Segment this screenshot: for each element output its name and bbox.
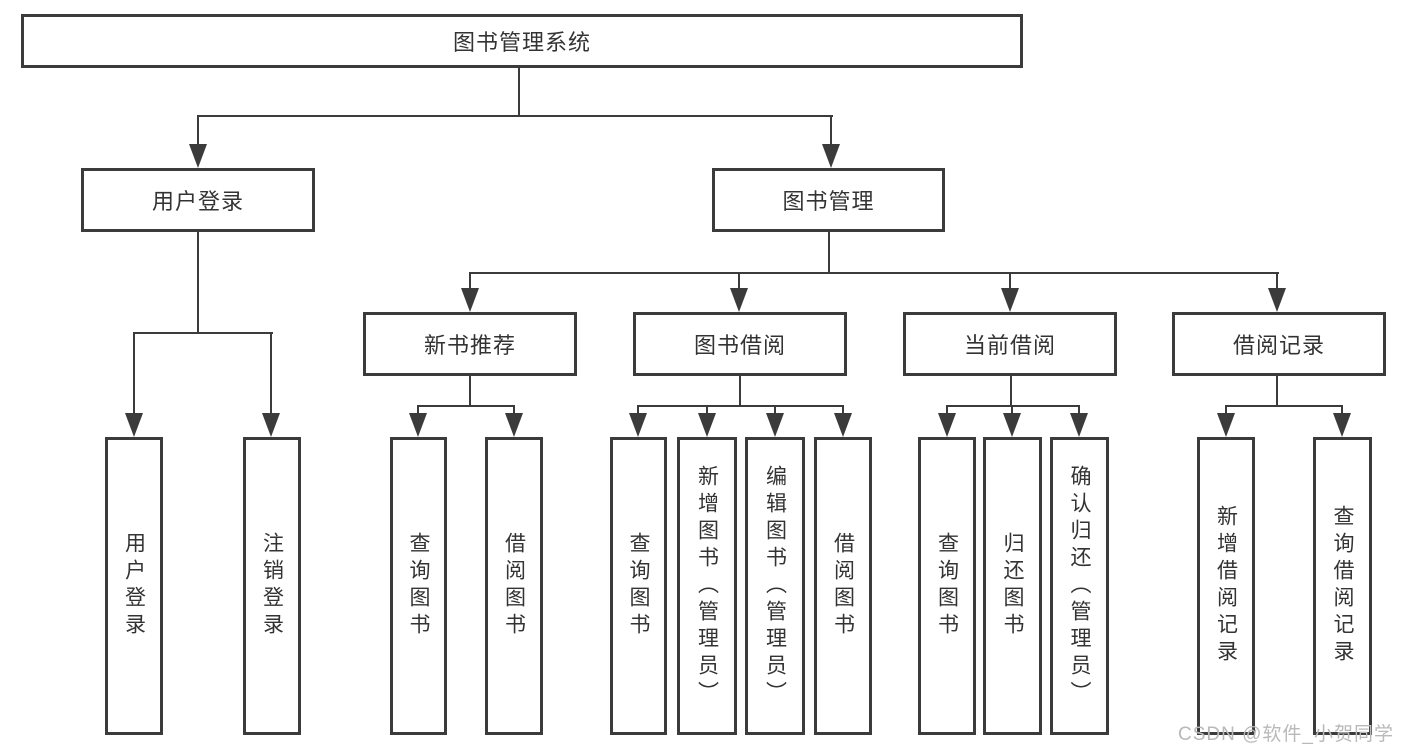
node-book-management: 图书管理 bbox=[712, 168, 945, 232]
arrow-down-icon bbox=[629, 413, 647, 437]
connector-stem-new-book bbox=[469, 272, 471, 290]
arrow-down-icon bbox=[1268, 288, 1286, 312]
leaf-return-book: 归还图书 bbox=[983, 437, 1042, 735]
connector-book-management-stem bbox=[828, 232, 830, 274]
leaf-query-books-2: 查询图书 bbox=[610, 437, 667, 735]
watermark: CSDN @软件_小贺同学 bbox=[1178, 724, 1394, 745]
connector-stem bbox=[706, 405, 708, 415]
leaf-query-borrow-record: 查询借阅记录 bbox=[1313, 437, 1372, 735]
connector-stem bbox=[842, 405, 844, 415]
connector-stem bbox=[1225, 405, 1227, 415]
arrow-down-icon bbox=[262, 413, 280, 437]
leaf-logout-login: 注销登录 bbox=[243, 437, 301, 735]
arrow-down-icon bbox=[698, 413, 716, 437]
connector-stem-borrow-records bbox=[1276, 272, 1278, 290]
leaf-query-books-1: 查询图书 bbox=[390, 437, 447, 735]
leaf-borrow-books-2: 借阅图书 bbox=[814, 437, 872, 735]
leaf-borrow-books-1: 借阅图书 bbox=[485, 437, 543, 735]
arrow-down-icon bbox=[822, 144, 840, 168]
connector-level1-hline bbox=[197, 115, 833, 117]
connector-book-borrowing-stem bbox=[739, 376, 741, 407]
connector-borrow-records-hline bbox=[1225, 405, 1343, 407]
connector-root-stem bbox=[518, 68, 520, 117]
arrow-down-icon bbox=[938, 413, 956, 437]
connector-stem-book-management bbox=[830, 115, 832, 146]
arrow-down-icon bbox=[1333, 413, 1351, 437]
leaf-confirm-return-admin: 确认归还（管理员） bbox=[1050, 437, 1109, 735]
leaf-add-book-admin: 新增图书（管理员） bbox=[677, 437, 737, 735]
arrow-down-icon bbox=[189, 144, 207, 168]
arrow-down-icon bbox=[730, 288, 748, 312]
connector-stem-book-borrowing bbox=[738, 272, 740, 290]
arrow-down-icon bbox=[766, 413, 784, 437]
connector-user-login-hline bbox=[133, 332, 273, 334]
node-book-borrowing: 图书借阅 bbox=[633, 312, 847, 376]
connector-stem bbox=[637, 405, 639, 415]
connector-stem-user-login bbox=[197, 115, 199, 146]
leaf-add-borrow-record: 新增借阅记录 bbox=[1197, 437, 1255, 735]
arrow-down-icon bbox=[125, 413, 143, 437]
connector-stem bbox=[946, 405, 948, 415]
node-user-login: 用户登录 bbox=[81, 168, 315, 232]
connector-current-borrowing-stem bbox=[1010, 376, 1012, 407]
node-root: 图书管理系统 bbox=[21, 14, 1023, 68]
arrow-down-icon bbox=[1003, 413, 1021, 437]
connector-borrow-records-stem bbox=[1276, 376, 1278, 407]
leaf-user-login: 用户登录 bbox=[105, 437, 163, 735]
connector-stem bbox=[1078, 405, 1080, 415]
node-new-book-recommend: 新书推荐 bbox=[363, 312, 577, 376]
connector-new-book-stem bbox=[469, 376, 471, 407]
arrow-down-icon bbox=[1001, 288, 1019, 312]
connector-stem bbox=[1011, 405, 1013, 415]
arrow-down-icon bbox=[834, 413, 852, 437]
connector-stem-leaf-logout bbox=[270, 332, 272, 414]
connector-current-borrowing-hline bbox=[946, 405, 1080, 407]
connector-new-book-hline bbox=[417, 405, 515, 407]
node-borrow-records: 借阅记录 bbox=[1172, 312, 1386, 376]
node-current-borrowing: 当前借阅 bbox=[903, 312, 1117, 376]
arrow-down-icon bbox=[461, 288, 479, 312]
connector-stem bbox=[417, 405, 419, 415]
arrow-down-icon bbox=[505, 413, 523, 437]
connector-level3-hline bbox=[469, 272, 1279, 274]
arrow-down-icon bbox=[1217, 413, 1235, 437]
leaf-query-books-3: 查询图书 bbox=[918, 437, 976, 735]
leaf-edit-book-admin: 编辑图书（管理员） bbox=[745, 437, 805, 735]
connector-stem bbox=[513, 405, 515, 415]
connector-user-login-stem bbox=[197, 232, 199, 334]
arrow-down-icon bbox=[409, 413, 427, 437]
connector-stem bbox=[1341, 405, 1343, 415]
connector-book-borrowing-hline bbox=[637, 405, 844, 407]
connector-stem bbox=[774, 405, 776, 415]
arrow-down-icon bbox=[1070, 413, 1088, 437]
connector-stem-leaf-user-login bbox=[133, 332, 135, 414]
connector-stem-current-borrowing bbox=[1009, 272, 1011, 290]
